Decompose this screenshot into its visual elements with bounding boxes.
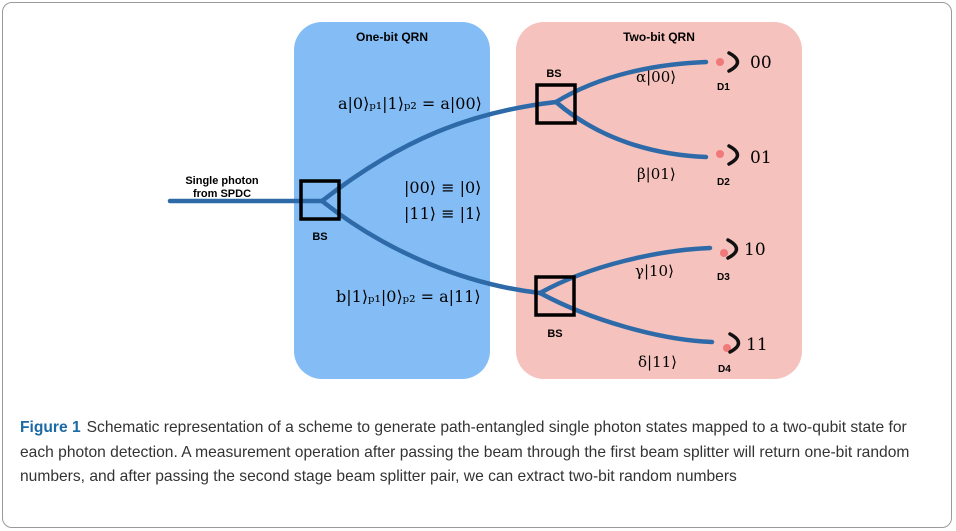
upper-beam-1: [319, 99, 559, 204]
upper-path-equation: a|0⟩ₚ₁|1⟩ₚ₂ = a|00⟩: [338, 94, 482, 113]
detector-label: D1: [717, 82, 730, 93]
detector-label: D2: [717, 177, 730, 188]
detector-dot: [723, 344, 731, 352]
bs-label: BS: [546, 68, 561, 80]
two-bit-title: Two-bit QRN: [623, 30, 695, 44]
caption-text: Schematic representation of a scheme to …: [20, 419, 910, 485]
detector-arc-icon: [727, 51, 740, 73]
two-bit-panel: [516, 22, 802, 379]
detector-d3: D3 10: [717, 238, 766, 283]
output-bits: 00: [750, 53, 772, 73]
output-bits: 01: [750, 148, 772, 168]
source-line-1: Single photon: [185, 175, 259, 187]
equivalence-11: |11⟩ ≡ |1⟩: [404, 204, 481, 223]
bs-label: BS: [547, 328, 562, 340]
detector-dot: [720, 249, 728, 257]
detector-label: D3: [717, 272, 730, 283]
detector-d1: D1 00: [716, 51, 772, 93]
amplitude-delta: δ|11⟩: [638, 353, 677, 371]
detector-arc-icon: [727, 144, 740, 166]
output-bits: 11: [746, 335, 768, 355]
one-bit-title: One-bit QRN: [356, 30, 428, 44]
detector-label: D4: [718, 364, 731, 375]
bs-label: BS: [312, 231, 327, 243]
beam-to-d1: [553, 59, 709, 105]
figure-label: Figure 1: [20, 419, 81, 436]
beam-splitter-2: BS: [535, 68, 577, 125]
detector-arc-icon: [728, 332, 741, 354]
detector-arc-icon: [726, 238, 739, 260]
beam-to-d4: [537, 290, 715, 345]
beam-to-d2: [553, 99, 709, 160]
lower-beam-1: [319, 198, 543, 296]
beam-to-d3: [537, 245, 713, 296]
detector-d2: D2 01: [716, 144, 772, 188]
output-bits: 10: [744, 240, 766, 260]
beam-splitter-3: BS: [534, 275, 576, 340]
detector-dot: [716, 58, 724, 66]
schematic-diagram: One-bit QRN Two-bit QRN BS BS BS Single …: [167, 22, 802, 379]
detector-d4: D4 11: [718, 332, 768, 375]
source-line-2: from SPDC: [193, 188, 251, 200]
amplitude-gamma: γ|10⟩: [635, 262, 674, 280]
one-bit-panel: [294, 22, 490, 379]
amplitude-beta: β|01⟩: [637, 165, 676, 183]
equivalence-00: |00⟩ ≡ |0⟩: [404, 178, 481, 197]
detector-dot: [716, 150, 724, 158]
amplitude-alpha: α|00⟩: [636, 68, 676, 86]
lower-path-equation: b|1⟩ₚ₁|0⟩ₚ₂ = a|11⟩: [336, 287, 481, 306]
beam-splitter-1: BS: [299, 179, 341, 243]
